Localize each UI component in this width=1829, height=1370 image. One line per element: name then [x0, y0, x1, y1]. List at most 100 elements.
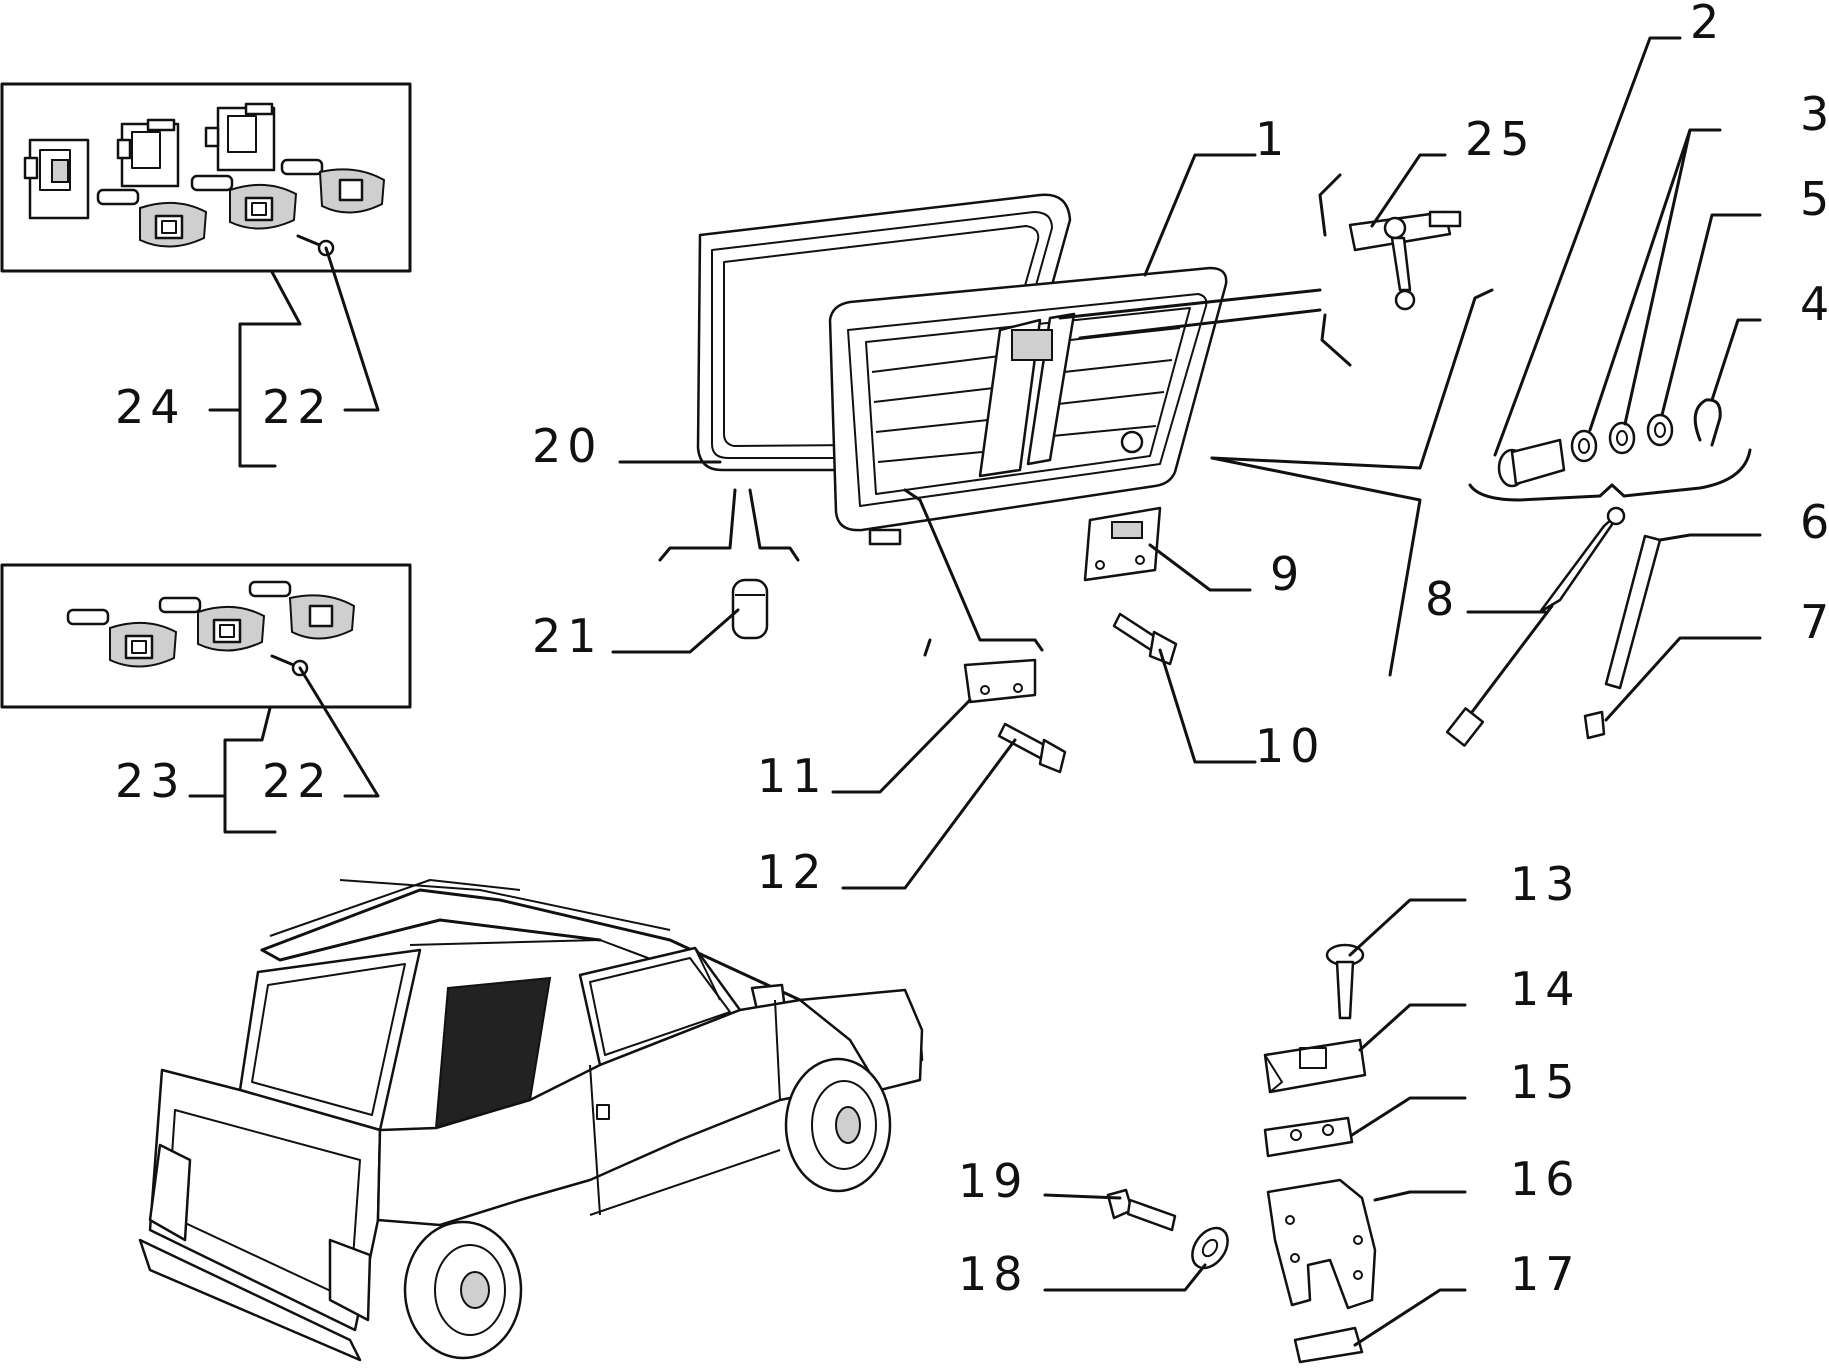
spacer-block-icon — [963, 658, 1037, 704]
cap-icon — [1583, 710, 1606, 740]
wheel-icon — [403, 1220, 523, 1360]
leader-line — [1210, 288, 1494, 470]
callout-8: 8 — [1425, 572, 1460, 626]
wheel-icon — [784, 1057, 892, 1193]
callout-17: 17 — [1510, 1247, 1581, 1301]
callout-6: 6 — [1800, 495, 1829, 549]
callout-16: 16 — [1510, 1152, 1581, 1206]
leader-line — [1660, 213, 1762, 417]
leader-line — [1078, 308, 1322, 340]
leader-line — [223, 706, 277, 834]
lock-catch-icon — [1083, 506, 1162, 582]
door-handle-icon — [197, 605, 266, 652]
leader-line — [1148, 543, 1252, 592]
clip-icon — [158, 596, 202, 614]
bolt-icon — [1106, 1188, 1177, 1232]
lock-body-icon — [116, 118, 180, 188]
leader-line — [611, 608, 740, 654]
washer-icon — [1608, 421, 1636, 455]
callout-7: 7 — [1800, 595, 1829, 649]
door-handle-icon — [139, 201, 208, 248]
bolt-icon — [997, 722, 1067, 774]
door-handle-icon — [288, 594, 356, 640]
leader-line — [324, 246, 380, 412]
washer-icon — [1570, 429, 1598, 463]
callout-24: 24 — [115, 380, 186, 434]
leader-line — [748, 488, 800, 562]
leader-line — [1320, 313, 1352, 367]
clip-icon — [96, 188, 140, 206]
callout-20: 20 — [532, 419, 603, 473]
washer-icon — [1191, 1226, 1229, 1270]
leader-line — [1658, 533, 1762, 542]
lock-body-icon — [204, 102, 276, 172]
plate-icon — [1263, 1116, 1354, 1158]
key-icon — [270, 654, 309, 677]
callout-21: 21 — [532, 609, 603, 663]
callout-11: 11 — [757, 749, 828, 803]
callout-15: 15 — [1510, 1055, 1581, 1109]
leader-line — [1493, 36, 1682, 457]
callout-14: 14 — [1510, 962, 1581, 1016]
callout-22-b: 22 — [262, 754, 333, 808]
bracket-icon — [1266, 1178, 1377, 1310]
bolt-icon — [1112, 612, 1178, 666]
leader-line — [1353, 1288, 1467, 1347]
leader-line — [1318, 173, 1342, 237]
callout-1: 1 — [1255, 112, 1290, 166]
leader-line — [298, 666, 380, 798]
leader-line — [1468, 448, 1752, 502]
callout-25: 25 — [1465, 112, 1536, 166]
door-handle-icon — [109, 621, 178, 668]
leader-line — [1373, 1190, 1467, 1202]
door-handle-icon — [229, 183, 298, 230]
callout-19: 19 — [958, 1154, 1029, 1208]
callout-13: 13 — [1510, 857, 1581, 911]
clip-icon — [280, 158, 324, 176]
kit-23-box — [0, 563, 412, 709]
leader-line — [1370, 153, 1447, 228]
callout-9: 9 — [1270, 547, 1305, 601]
callout-22-a: 22 — [262, 380, 333, 434]
leader-line — [831, 698, 972, 794]
leader-line — [1604, 636, 1762, 722]
leader-line — [1043, 1193, 1122, 1200]
block-icon — [1263, 1038, 1367, 1094]
rod-icon — [1604, 534, 1662, 690]
callout-23: 23 — [115, 754, 186, 808]
callout-5: 5 — [1800, 172, 1829, 226]
rear-side-window-icon — [828, 266, 1228, 546]
leader-line — [903, 488, 1044, 652]
callout-18: 18 — [958, 1247, 1029, 1301]
callout-2: 2 — [1690, 0, 1725, 49]
clip-icon — [190, 174, 234, 192]
clip-icon — [248, 580, 292, 598]
leader-line — [923, 638, 932, 657]
pin-icon — [1497, 438, 1566, 488]
callout-3: 3 — [1800, 87, 1829, 141]
leader-line — [1350, 1096, 1467, 1137]
leader-line — [1210, 456, 1422, 677]
leader-line — [1348, 898, 1467, 957]
leader-line — [658, 488, 737, 562]
lock-body-icon — [23, 138, 90, 220]
latch-handle-icon — [1348, 210, 1462, 311]
leader-line — [1043, 1263, 1207, 1292]
clip-pin-icon — [1693, 398, 1722, 447]
leader-line — [1588, 128, 1722, 432]
plug-icon — [731, 578, 769, 640]
leader-line — [1143, 153, 1257, 277]
callout-4: 4 — [1800, 277, 1829, 331]
leader-line — [238, 270, 302, 468]
leader-line — [1058, 288, 1322, 320]
kit-24-box — [0, 82, 412, 273]
car-illustration — [138, 879, 924, 1362]
door-handle-icon — [318, 168, 386, 214]
plate-icon — [1293, 1326, 1364, 1364]
leader-line — [1158, 648, 1257, 764]
leader-line — [1623, 128, 1692, 426]
gas-strut-icon — [1445, 506, 1626, 747]
leader-line — [1710, 318, 1762, 402]
callout-10: 10 — [1255, 719, 1326, 773]
